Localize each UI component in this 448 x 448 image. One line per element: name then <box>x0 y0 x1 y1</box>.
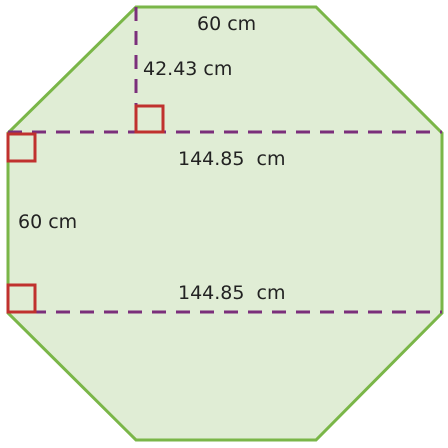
right-angle-marker-upper-left <box>6 132 37 163</box>
top-side-label: 60 cm <box>197 13 256 35</box>
left-side-label: 60 cm <box>18 211 77 233</box>
octagon-shape <box>6 5 444 442</box>
right-angle-marker-lower-left <box>6 283 37 314</box>
right-angle-marker-top <box>134 104 165 134</box>
height-label: 42.43 cm <box>143 58 232 80</box>
lower-width-label: 144.85 cm <box>178 282 286 304</box>
upper-width-label: 144.85 cm <box>178 148 286 170</box>
